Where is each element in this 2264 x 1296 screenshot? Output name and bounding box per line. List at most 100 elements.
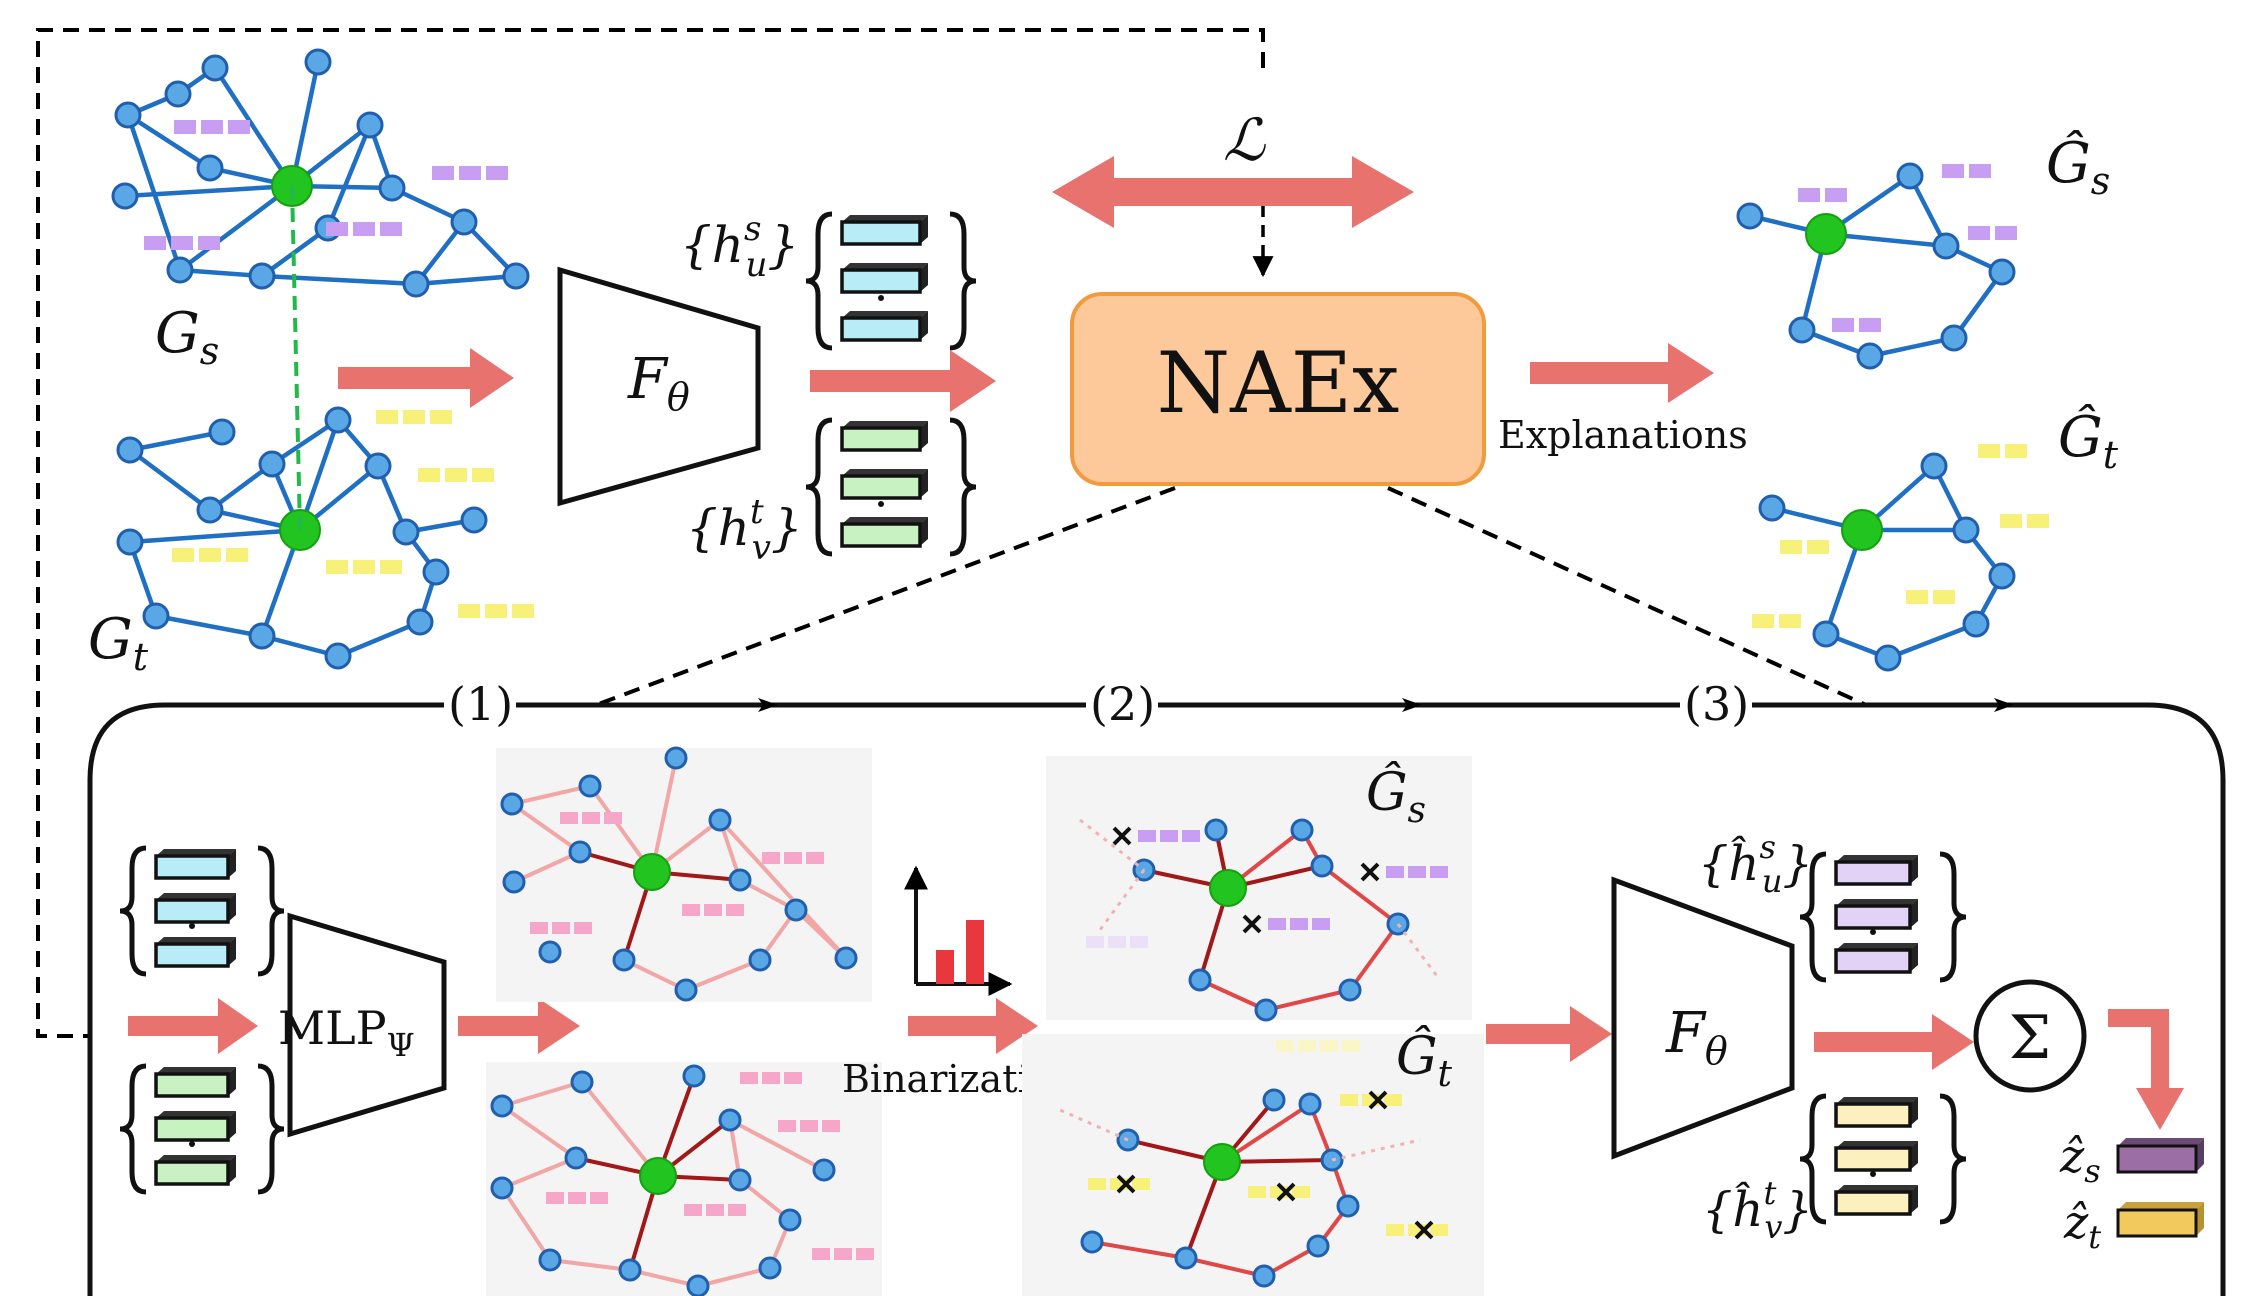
embedding-vector-side: [228, 849, 236, 878]
graph-node: [728, 868, 752, 892]
graph-node: [564, 1146, 588, 1170]
embedding-vector-side: [920, 311, 928, 340]
graph-node: [1856, 342, 1884, 370]
arrow-embeddings-to-naex: [810, 350, 996, 412]
node-feature-chip: [171, 236, 193, 250]
graph-node: [570, 1070, 594, 1094]
arrow-naex-to-explanations: [1530, 343, 1714, 403]
embedding-vector-side: [1910, 1097, 1918, 1126]
graph-node: [116, 436, 144, 464]
node-feature-chip: [1292, 1186, 1310, 1198]
node-feature-chip: [1832, 318, 1854, 332]
node-feature-chip: [762, 1072, 780, 1084]
embedding-vector: [840, 316, 922, 342]
encoder-f-theta-bottom: [1611, 876, 1795, 1160]
embedding-stack-explained-target: [1799, 1093, 1967, 1225]
node-feature-chip: [684, 1204, 702, 1216]
graph-node: [538, 1248, 562, 1272]
embedding-stack-source-input: [119, 845, 285, 977]
node-feature-chip: [682, 904, 700, 916]
node-feature-chip: [2000, 514, 2022, 528]
node-feature-chip: [1807, 540, 1829, 554]
node-feature-chip: [784, 852, 802, 864]
node-feature-chip: [380, 222, 402, 236]
graph-node: [1812, 620, 1840, 648]
graph-node: [1306, 1234, 1330, 1258]
node-feature-chip: [2005, 444, 2027, 458]
node-feature-chip: [560, 812, 578, 824]
node-feature-chip: [380, 560, 402, 574]
node-feature-chip: [1386, 1224, 1404, 1236]
node-feature-chip: [856, 1248, 874, 1260]
node-feature-chip: [486, 166, 508, 180]
graph-node: [1204, 818, 1228, 842]
ellipsis-dot: [878, 501, 884, 507]
embedding-vector-side: [920, 215, 928, 244]
graph-edge: [794, 908, 848, 960]
embedding-vector-side: [1910, 943, 1918, 972]
explanation-graph-source: [1736, 162, 2017, 370]
graph-edge: [126, 113, 212, 170]
embedding-vector: [840, 522, 922, 548]
anchor-node: [1805, 213, 1847, 255]
arrow-into-mlp: [128, 998, 258, 1054]
node-feature-chip: [546, 1192, 564, 1204]
node-feature-chip: [472, 468, 494, 482]
graph-node: [674, 978, 698, 1002]
graph-node: [718, 1108, 742, 1132]
graph-node: [1920, 452, 1948, 480]
anchor-node: [633, 853, 671, 891]
node-feature-chip: [201, 120, 223, 134]
graph-node: [708, 808, 732, 832]
graph-node: [1290, 818, 1314, 842]
graph-edge: [501, 1080, 583, 1108]
embedding-vector-side: [1910, 899, 1918, 928]
node-feature-chip: [1995, 226, 2017, 240]
node-feature-chip: [1859, 318, 1881, 332]
graph-node: [784, 898, 808, 922]
anchor-node: [279, 509, 321, 551]
graph-edge: [718, 818, 848, 960]
encoder-f-theta-top: [557, 266, 761, 507]
graph-node: [682, 1064, 706, 1088]
f-theta-bottom-label: Fθ: [1665, 1001, 1728, 1073]
gs-label: Gs: [155, 301, 219, 373]
node-feature-chip: [1978, 444, 2000, 458]
step3-label: (3): [1684, 677, 1749, 731]
ghat-s-top-label: Ĝs: [2046, 129, 2110, 203]
graph-edge: [1199, 978, 1267, 1012]
mlp-label: MLPΨ: [278, 1001, 415, 1064]
embedding-vector-side: [1910, 1185, 1918, 1214]
node-feature-chip: [1248, 1186, 1266, 1198]
node-feature-chip: [458, 604, 480, 618]
graph-node: [1932, 232, 1960, 260]
graph-edge: [178, 184, 294, 272]
removed-feature-mark: [1368, 1090, 1388, 1110]
graph-node: [1310, 854, 1334, 878]
soft-mask-graph-source: [500, 746, 858, 1002]
binarization-histogram-icon: [904, 865, 1013, 996]
graph-node: [686, 1274, 710, 1296]
graph-node: [1262, 1088, 1286, 1112]
graph-edge: [697, 1266, 771, 1288]
soft-mask-graph-target: [490, 1064, 874, 1296]
node-feature-chip: [1298, 1040, 1316, 1052]
arrow-to-f-theta-bottom: [1486, 1006, 1612, 1062]
ghat-t-bottom-label: Ĝt: [1396, 1025, 1453, 1095]
embedding-vector: [840, 268, 922, 294]
left-brace: [119, 845, 147, 977]
right-brace: [1939, 851, 1967, 983]
binary-mask-panel-source: [1046, 756, 1472, 1020]
node-feature-chip: [1968, 226, 1990, 240]
right-brace: [949, 211, 977, 351]
graph-node: [834, 946, 858, 970]
arrow-binarization: [908, 998, 1038, 1054]
node-feature-chip: [445, 468, 467, 482]
graph-node: [324, 642, 352, 670]
node-feature-chip: [806, 852, 824, 864]
graph-edge: [128, 448, 212, 512]
embedding-vector-side: [920, 263, 928, 292]
binary-mask-panel-target: [1022, 1034, 1484, 1296]
